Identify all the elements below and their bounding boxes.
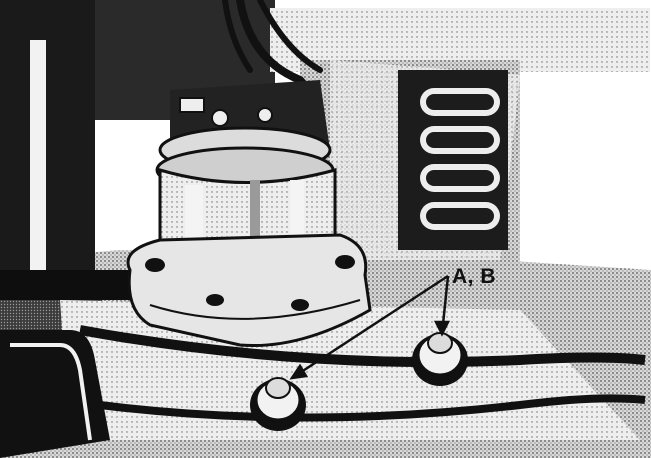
mounting-bolt-icon: [250, 377, 306, 431]
mounting-bolt-icon: [412, 332, 468, 386]
frame-housing: [0, 0, 275, 458]
mounting-flange: [126, 233, 372, 348]
cooling-fins: [398, 70, 508, 250]
callout-leaders: [289, 274, 451, 380]
callout-label: A, B: [452, 265, 496, 288]
